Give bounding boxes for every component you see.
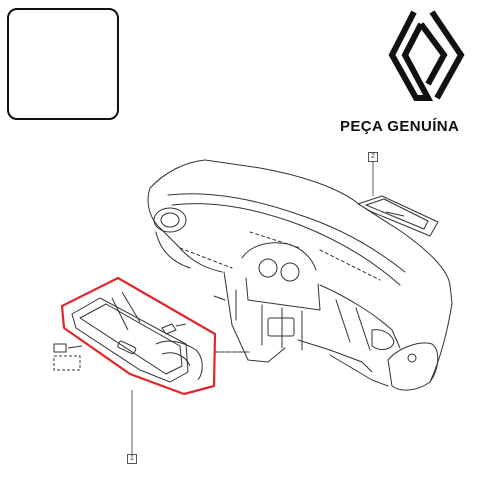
genuine-part-label: PEÇA GENUÍNA bbox=[340, 118, 460, 135]
renault-diamond-icon bbox=[388, 10, 465, 101]
leader-lines bbox=[131, 162, 374, 454]
qr-code-frame bbox=[7, 8, 119, 120]
glove-box-part[interactable] bbox=[53, 276, 217, 396]
part-highlight-outline bbox=[60, 276, 217, 396]
callout-2: 2 bbox=[368, 152, 378, 162]
clip-part bbox=[53, 343, 83, 371]
dashboard-assembly-drawing bbox=[147, 159, 453, 391]
tray-part[interactable] bbox=[357, 195, 439, 237]
callout-1: 1 bbox=[127, 454, 137, 464]
